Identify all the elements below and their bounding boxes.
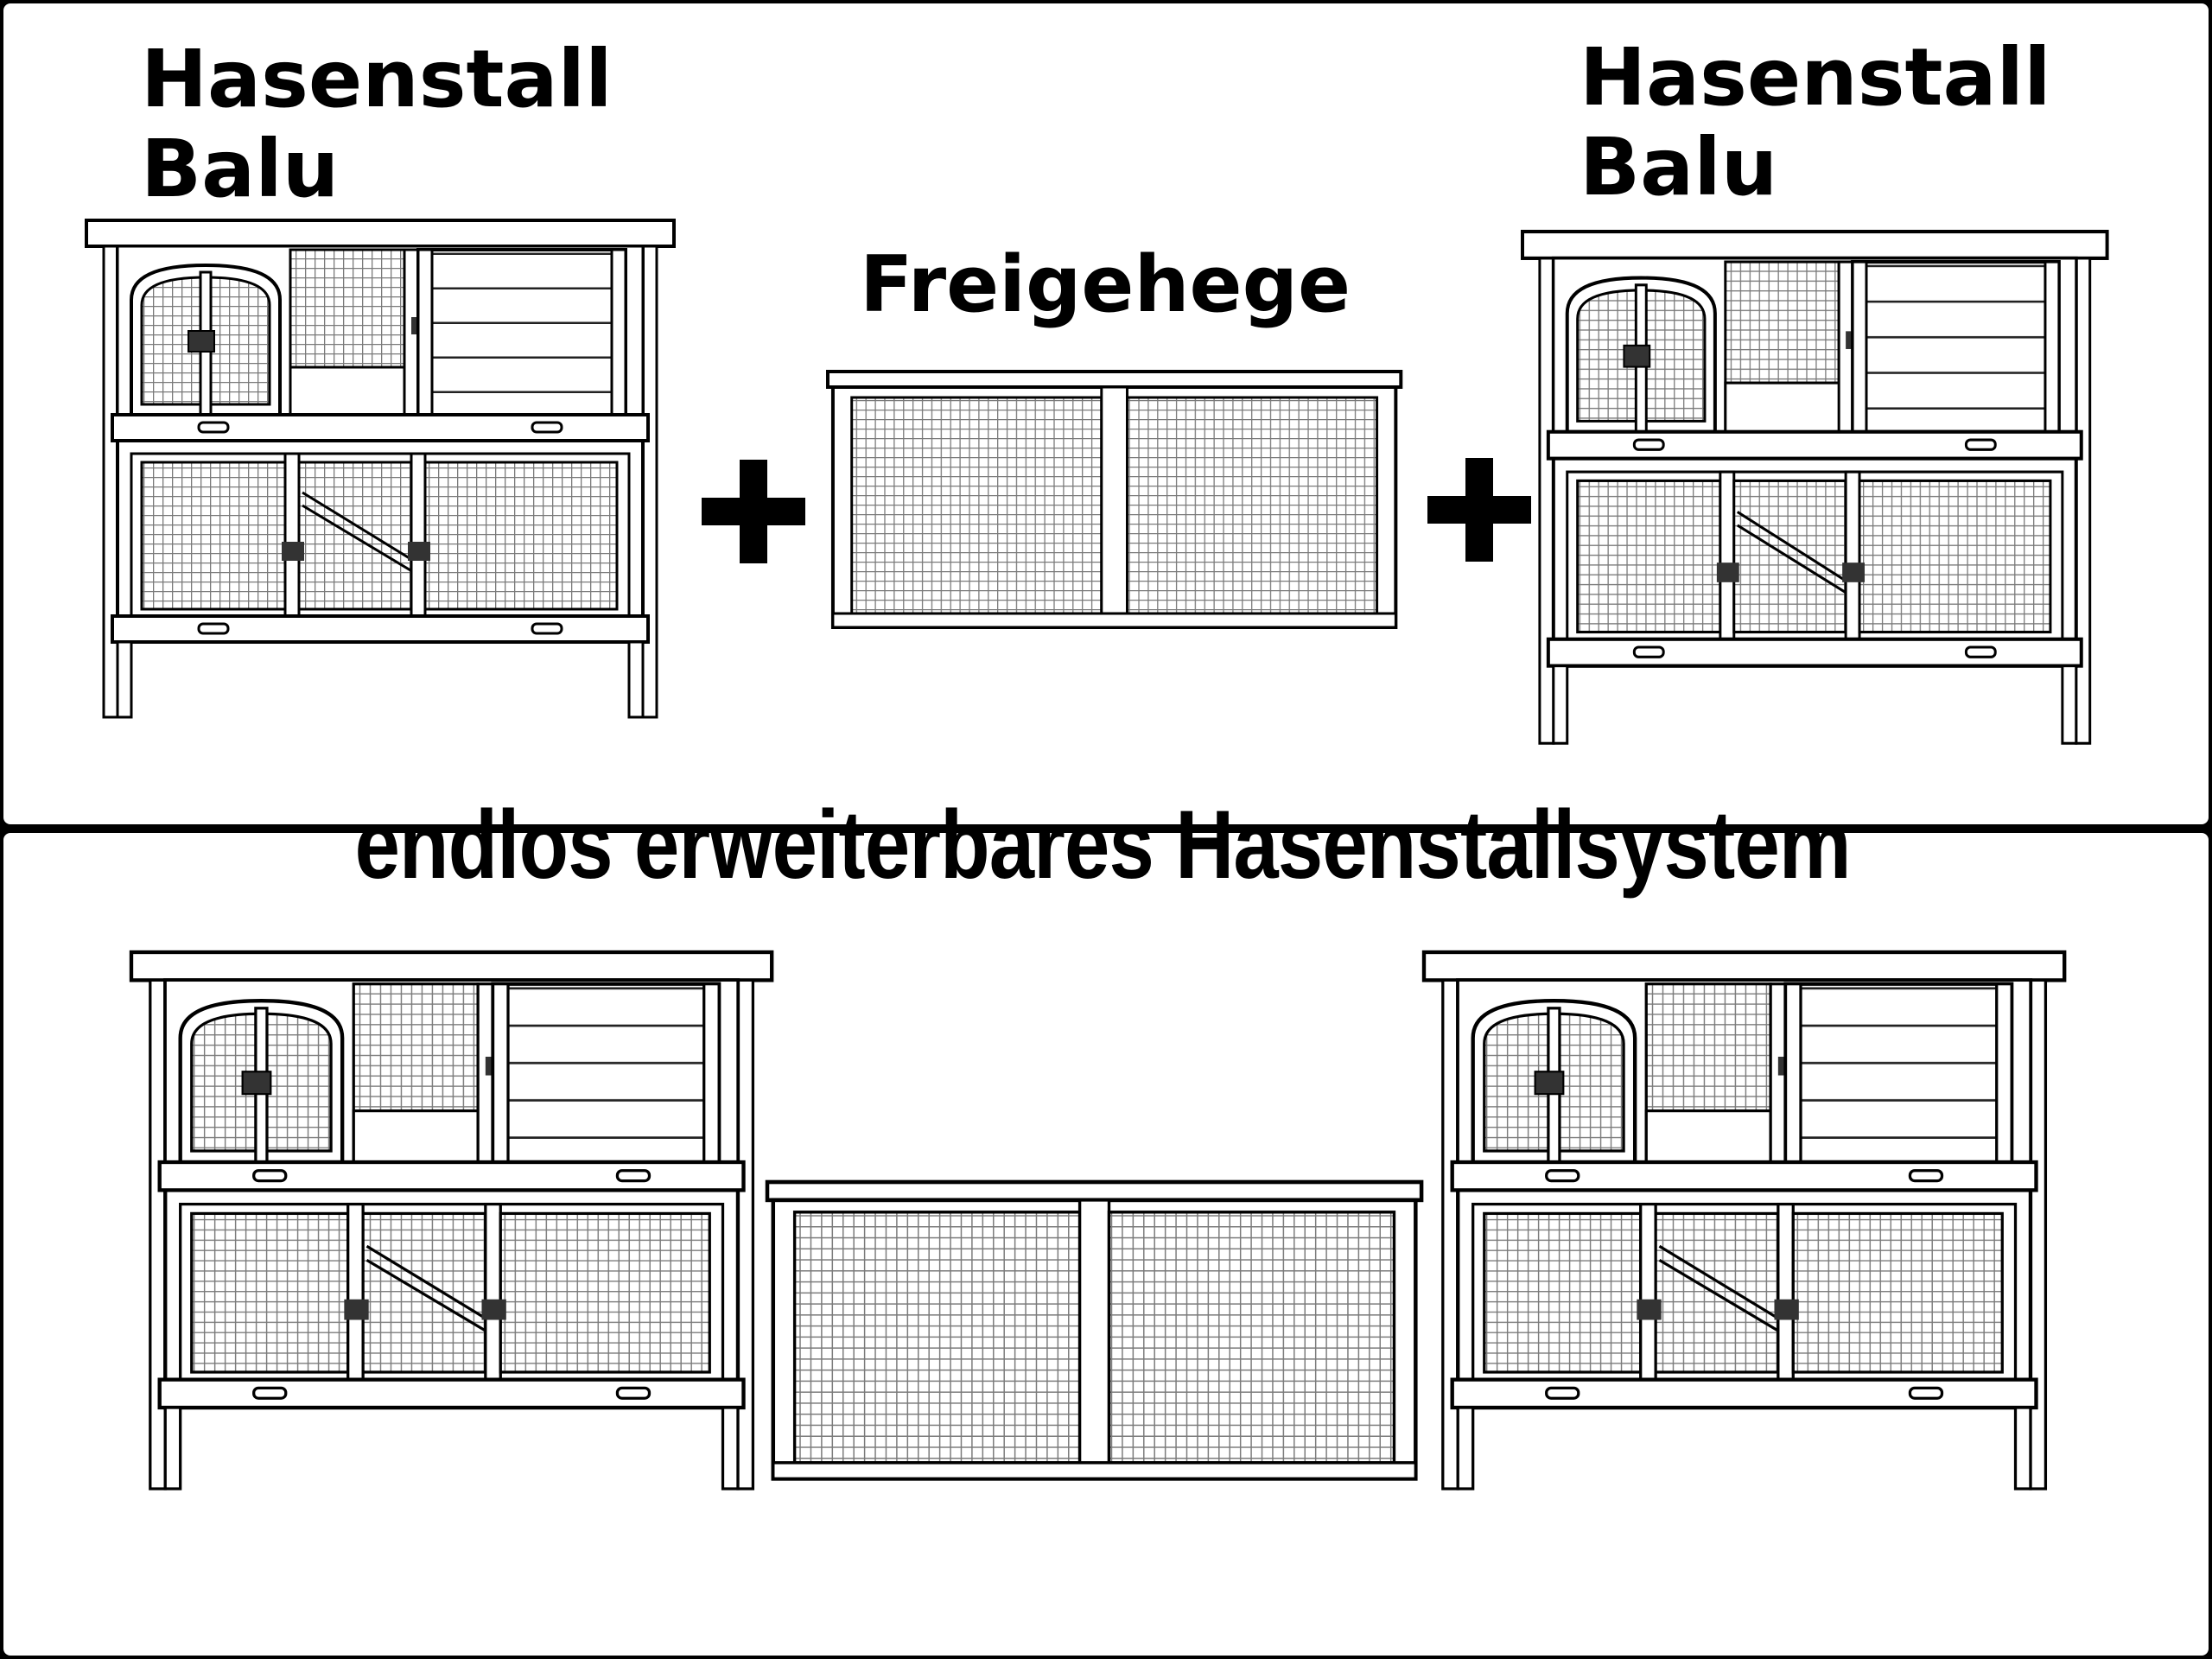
hutch-right-label-line2: Balu bbox=[1580, 121, 1778, 213]
plus-icon bbox=[702, 460, 805, 563]
combined-hutch-left bbox=[131, 952, 805, 1505]
hutch-balu-right bbox=[1522, 232, 2127, 750]
run-freigehege bbox=[826, 370, 1403, 629]
combined-run bbox=[767, 1182, 1459, 1493]
run-label: Freigehege bbox=[860, 239, 1351, 330]
hutch-balu-left bbox=[85, 219, 676, 719]
plus-icon bbox=[1427, 458, 1531, 562]
hutch-left-label-line1: Hasenstall bbox=[141, 33, 613, 125]
hutch-right-label: Hasenstall Balu bbox=[1580, 33, 2051, 213]
hutch-left-label: Hasenstall Balu bbox=[141, 35, 613, 214]
hutch-right-label-line1: Hasenstall bbox=[1580, 31, 2051, 124]
combined-hutch-right bbox=[1424, 952, 2098, 1505]
banner-title: endlos erweiterbares Hasenstallsystem bbox=[354, 791, 1852, 899]
hutch-left-label-line2: Balu bbox=[141, 123, 340, 215]
